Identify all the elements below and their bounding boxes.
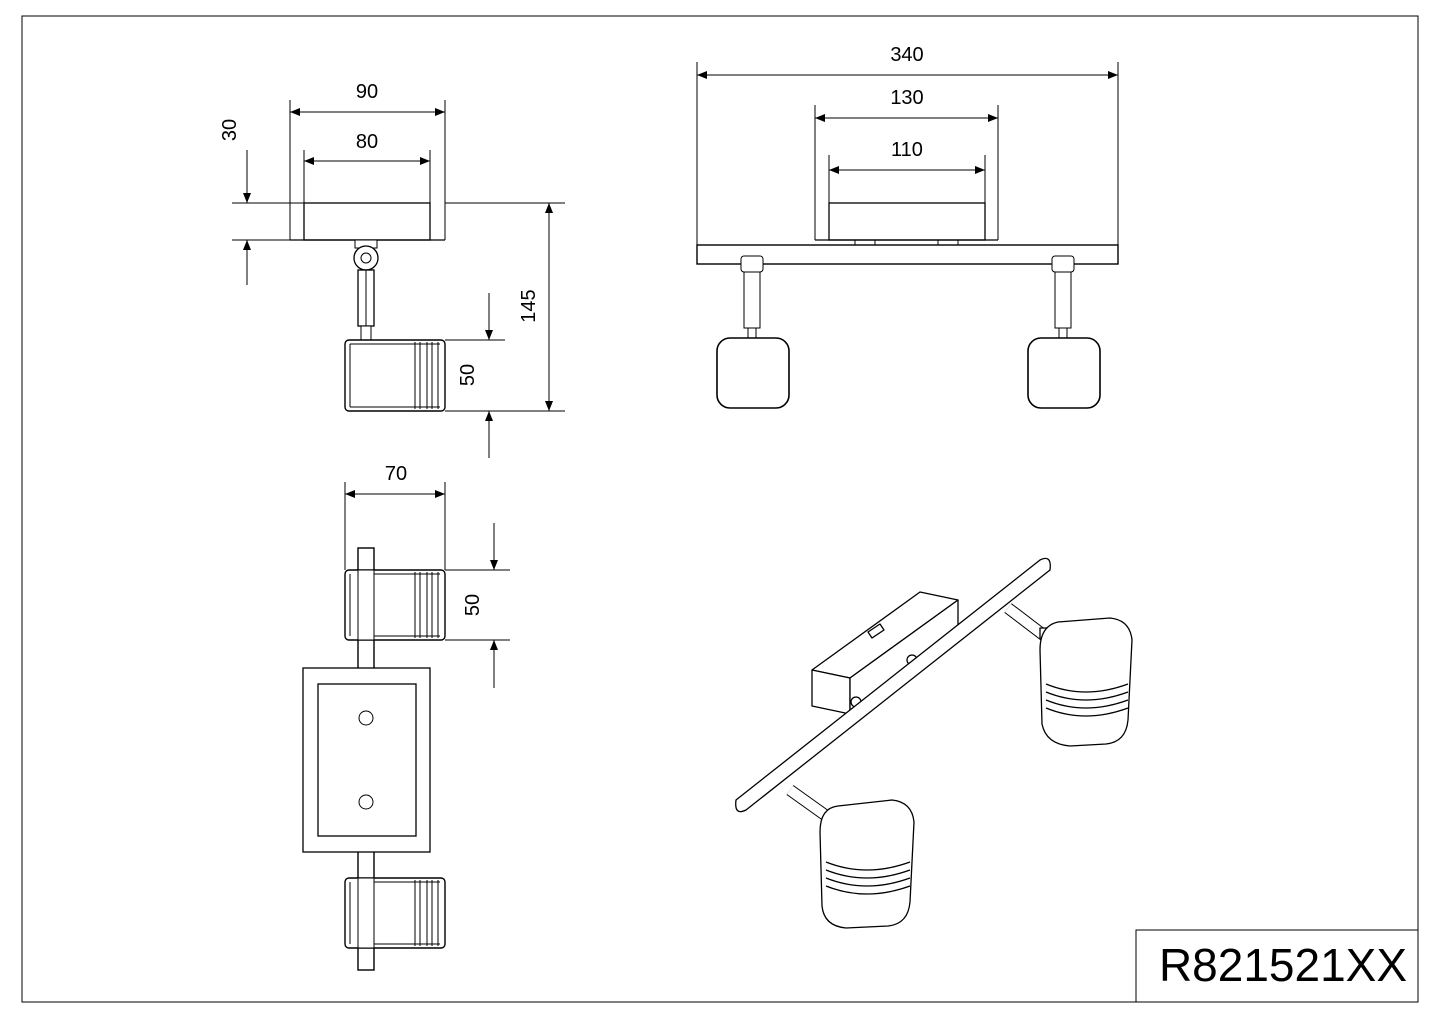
dim-label-70: 70	[385, 463, 407, 485]
dim-label-90: 90	[356, 81, 378, 103]
dim-label-30: 30	[219, 119, 241, 141]
product-code: R821521XX	[1159, 939, 1407, 991]
side-canopy	[303, 202, 431, 241]
dim-label-50-side: 50	[457, 364, 479, 386]
front-canopy	[828, 202, 986, 241]
side-spot-head	[344, 339, 446, 412]
iso-spot-lower	[786, 785, 915, 929]
dim-label-130: 130	[890, 87, 923, 109]
dim-label-145: 145	[518, 289, 540, 322]
iso-bar	[735, 557, 1051, 813]
side-joint	[353, 245, 379, 271]
top-spot-lower	[344, 877, 446, 949]
dim-label-80: 80	[356, 131, 378, 153]
front-spot-right	[1027, 255, 1101, 409]
front-view	[696, 62, 1119, 409]
dim-label-340: 340	[890, 44, 923, 66]
dim-label-110: 110	[891, 139, 923, 161]
dim-label-50-top: 50	[462, 594, 484, 616]
top-spot-upper	[344, 569, 446, 641]
front-bar	[696, 244, 1119, 265]
top-view	[302, 482, 510, 971]
isometric-view	[735, 557, 1133, 929]
front-spot-left	[716, 255, 790, 409]
mount-hole-lower	[358, 794, 374, 810]
iso-spot-upper	[1004, 603, 1133, 747]
title-block	[1135, 929, 1419, 1003]
top-canopy	[302, 667, 431, 853]
sheet-border	[21, 15, 1419, 1003]
side-view	[232, 100, 565, 458]
mount-hole-upper	[358, 710, 374, 726]
